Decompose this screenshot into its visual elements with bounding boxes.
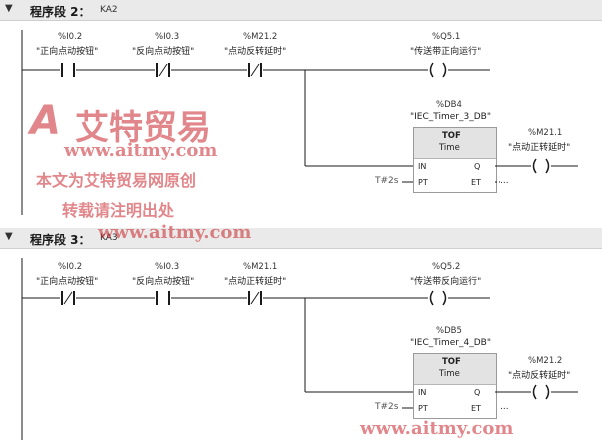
- nc-contact-icon[interactable]: [248, 291, 262, 305]
- contact-comment: "正向点动按钮": [36, 277, 99, 287]
- contact-address[interactable]: %I0.3: [155, 32, 180, 42]
- watermark-url: www.aitmy.com: [360, 418, 514, 439]
- block-header: [414, 354, 496, 385]
- block-type: TOF: [442, 357, 461, 367]
- watermark-line2: 转载请注明出处: [62, 201, 175, 220]
- network-2-header[interactable]: ▼ 程序段 2： KA2: [0, 0, 602, 21]
- contact-address[interactable]: %M21.2: [243, 32, 278, 42]
- watermark-url: www.aitmy.com: [98, 222, 252, 243]
- timer-db-address[interactable]: %DB4: [436, 100, 462, 110]
- contact-comment: "点动反转延时": [224, 47, 287, 57]
- contact-address[interactable]: %I0.2: [58, 262, 83, 272]
- watermark-logo-icon: A: [30, 98, 61, 144]
- contact-comment: "反向点动按钮": [132, 47, 195, 57]
- coil-comment: "传送带反向运行": [410, 277, 482, 287]
- nc-contact-icon[interactable]: [156, 63, 170, 77]
- contact-address[interactable]: %M21.1: [243, 262, 278, 272]
- network-title[interactable]: KA2: [100, 5, 118, 15]
- pin-et: ET: [471, 178, 481, 187]
- network-3-header[interactable]: ▼ 程序段 3： KA3: [0, 228, 602, 249]
- no-contact-icon[interactable]: [61, 63, 75, 77]
- contact-address[interactable]: %I0.3: [155, 262, 180, 272]
- coil-address[interactable]: %M21.2: [528, 356, 563, 366]
- block-subtype: Time: [439, 143, 460, 153]
- coil-comment: "点动反转延时": [508, 371, 571, 381]
- tof-function-block[interactable]: TOF Time IN PT Q ET: [413, 353, 497, 419]
- block-type: TOF: [442, 131, 461, 141]
- pt-value[interactable]: T#2s: [375, 176, 399, 186]
- pin-et: ET: [471, 404, 481, 413]
- pin-in: IN: [418, 162, 427, 171]
- tof-function-block[interactable]: TOF Time IN PT Q ET: [413, 127, 497, 193]
- pin-q: Q: [474, 162, 481, 171]
- coil-icon[interactable]: [532, 158, 537, 174]
- contact-comment: "正向点动按钮": [36, 47, 99, 57]
- network-label: 程序段 2：: [30, 5, 91, 19]
- pt-value[interactable]: T#2s: [375, 402, 399, 412]
- coil-icon[interactable]: [429, 290, 434, 306]
- timer-db-name: "IEC_Timer_4_DB": [410, 338, 491, 348]
- nc-contact-icon[interactable]: [248, 63, 262, 77]
- watermark-logo-text: 艾特贸易: [75, 108, 211, 148]
- nc-contact-icon[interactable]: [61, 291, 75, 305]
- pin-pt: PT: [418, 178, 428, 187]
- coil-comment: "传送带正向运行": [410, 47, 482, 57]
- watermark-url: www.aitmy.com: [64, 140, 218, 161]
- coil-address[interactable]: %Q5.1: [432, 32, 461, 42]
- contact-comment: "反向点动按钮": [132, 277, 195, 287]
- block-header: [414, 128, 496, 159]
- pin-q: Q: [474, 388, 481, 397]
- coil-icon[interactable]: [532, 384, 537, 400]
- block-subtype: Time: [439, 369, 460, 379]
- et-value[interactable]: ...: [500, 402, 509, 412]
- pin-pt: PT: [418, 404, 428, 413]
- et-value[interactable]: ...: [500, 176, 509, 186]
- network-title[interactable]: KA3: [100, 233, 118, 243]
- timer-db-address[interactable]: %DB5: [436, 326, 462, 336]
- no-contact-icon[interactable]: [156, 291, 170, 305]
- coil-address[interactable]: %M21.1: [528, 128, 563, 138]
- coil-icon[interactable]: [429, 62, 434, 78]
- coil-comment: "点动正转延时": [508, 143, 571, 153]
- timer-db-name: "IEC_Timer_3_DB": [410, 112, 491, 122]
- collapse-arrow-icon[interactable]: ▼: [5, 231, 13, 242]
- watermark-line1: 本文为艾特贸易网原创: [36, 171, 197, 190]
- pin-in: IN: [418, 388, 427, 397]
- network-label: 程序段 3：: [30, 233, 91, 247]
- coil-address[interactable]: %Q5.2: [432, 262, 461, 272]
- contact-comment: "点动正转延时": [224, 277, 287, 287]
- contact-address[interactable]: %I0.2: [58, 32, 83, 42]
- collapse-arrow-icon[interactable]: ▼: [5, 3, 13, 14]
